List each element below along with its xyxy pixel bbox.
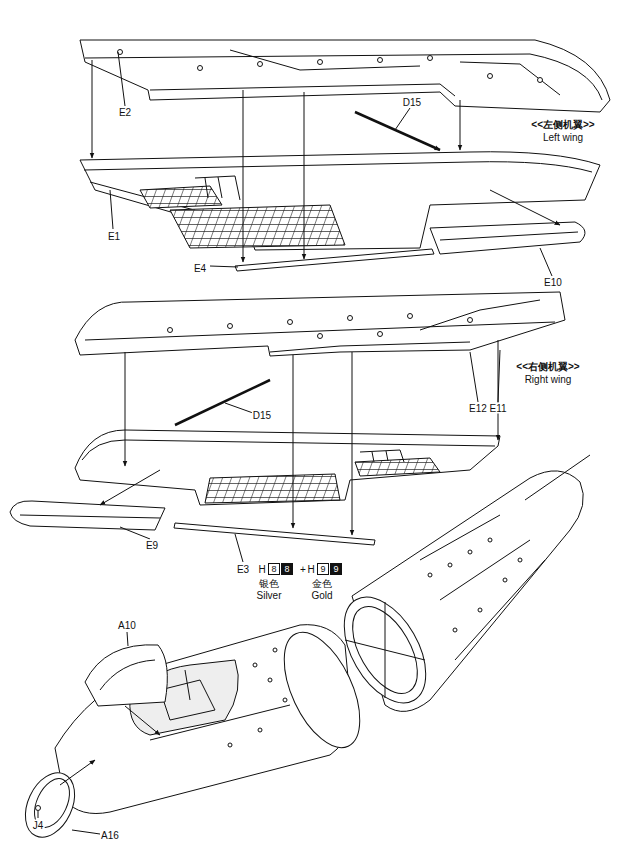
cockpit-detail [150, 670, 290, 740]
fuselage-detail [345, 515, 545, 698]
part-number: D15 [402, 97, 422, 108]
paint-number: 8 [284, 564, 289, 574]
wheel-well-grid [140, 186, 222, 208]
color-name: Right wing [524, 374, 573, 385]
part-number: E10 [543, 277, 563, 288]
wing-upper-panel [80, 40, 610, 112]
paint-chip: 9 [330, 563, 342, 575]
paint-chip: 8 [281, 563, 293, 575]
antenna [525, 455, 590, 500]
color-name: Gold [310, 590, 333, 601]
wing-lower-panel [80, 152, 600, 250]
part-number: E9 [145, 540, 159, 551]
paint-chip: 8 [268, 563, 280, 575]
section-title: <<左侧机翼>> [530, 119, 595, 130]
assembly-arrow [100, 340, 498, 535]
wing-detail [85, 300, 555, 352]
flap-part [430, 222, 585, 254]
part-number: E11 [488, 403, 507, 414]
flap-detail [20, 515, 160, 518]
part-number: H [306, 564, 315, 575]
assembly-arrow [60, 706, 160, 785]
flap-detail [440, 232, 578, 240]
paint-chip: 9 [317, 563, 329, 575]
paint-number: 8 [271, 564, 276, 574]
color-name: Silver [255, 590, 282, 601]
bar-part [174, 523, 375, 545]
wing-detail [82, 440, 495, 460]
rod-part [355, 112, 440, 150]
color-name: Left wing [542, 132, 584, 143]
small-part [36, 806, 41, 811]
canopy-part [85, 645, 167, 706]
bar-part [235, 249, 434, 271]
wing-upper-panel [75, 292, 565, 356]
wheel-well-grid [355, 458, 440, 476]
wing-detail [84, 162, 592, 225]
part-number: E1 [107, 231, 121, 242]
part-number: D15 [252, 410, 272, 421]
part-number: E12 [468, 403, 488, 414]
rib-detail [360, 450, 404, 462]
wing-holes [118, 50, 543, 83]
part-number: E2 [118, 107, 132, 118]
assembly-arrow [92, 60, 560, 262]
part-number: A16 [100, 830, 120, 841]
wheel-well-grid [170, 205, 345, 248]
fuselage-joint [269, 621, 376, 759]
canopy-detail [100, 660, 155, 690]
nose-ring [16, 765, 85, 845]
rivet-holes [428, 538, 522, 632]
paint-number: 9 [320, 564, 325, 574]
nose-ring [27, 773, 76, 833]
color-name: 银色 [258, 578, 280, 589]
part-number: A10 [117, 620, 137, 631]
wheel-well-grid [205, 474, 340, 503]
section-title: <<右侧机翼>> [515, 361, 580, 372]
wing-lower-panel [75, 430, 500, 505]
paint-number: 9 [333, 564, 338, 574]
part-number: E3 [236, 564, 250, 575]
part-number: H [257, 564, 266, 575]
rivet-holes [228, 648, 287, 747]
color-name: 金色 [311, 578, 333, 589]
wing-holes [168, 314, 473, 339]
wing-detail [85, 50, 602, 100]
part-number: E4 [193, 263, 207, 274]
flap-part [10, 501, 165, 530]
part-number: J4 [32, 820, 45, 831]
rib-detail [195, 176, 240, 200]
leader-line [38, 52, 552, 834]
